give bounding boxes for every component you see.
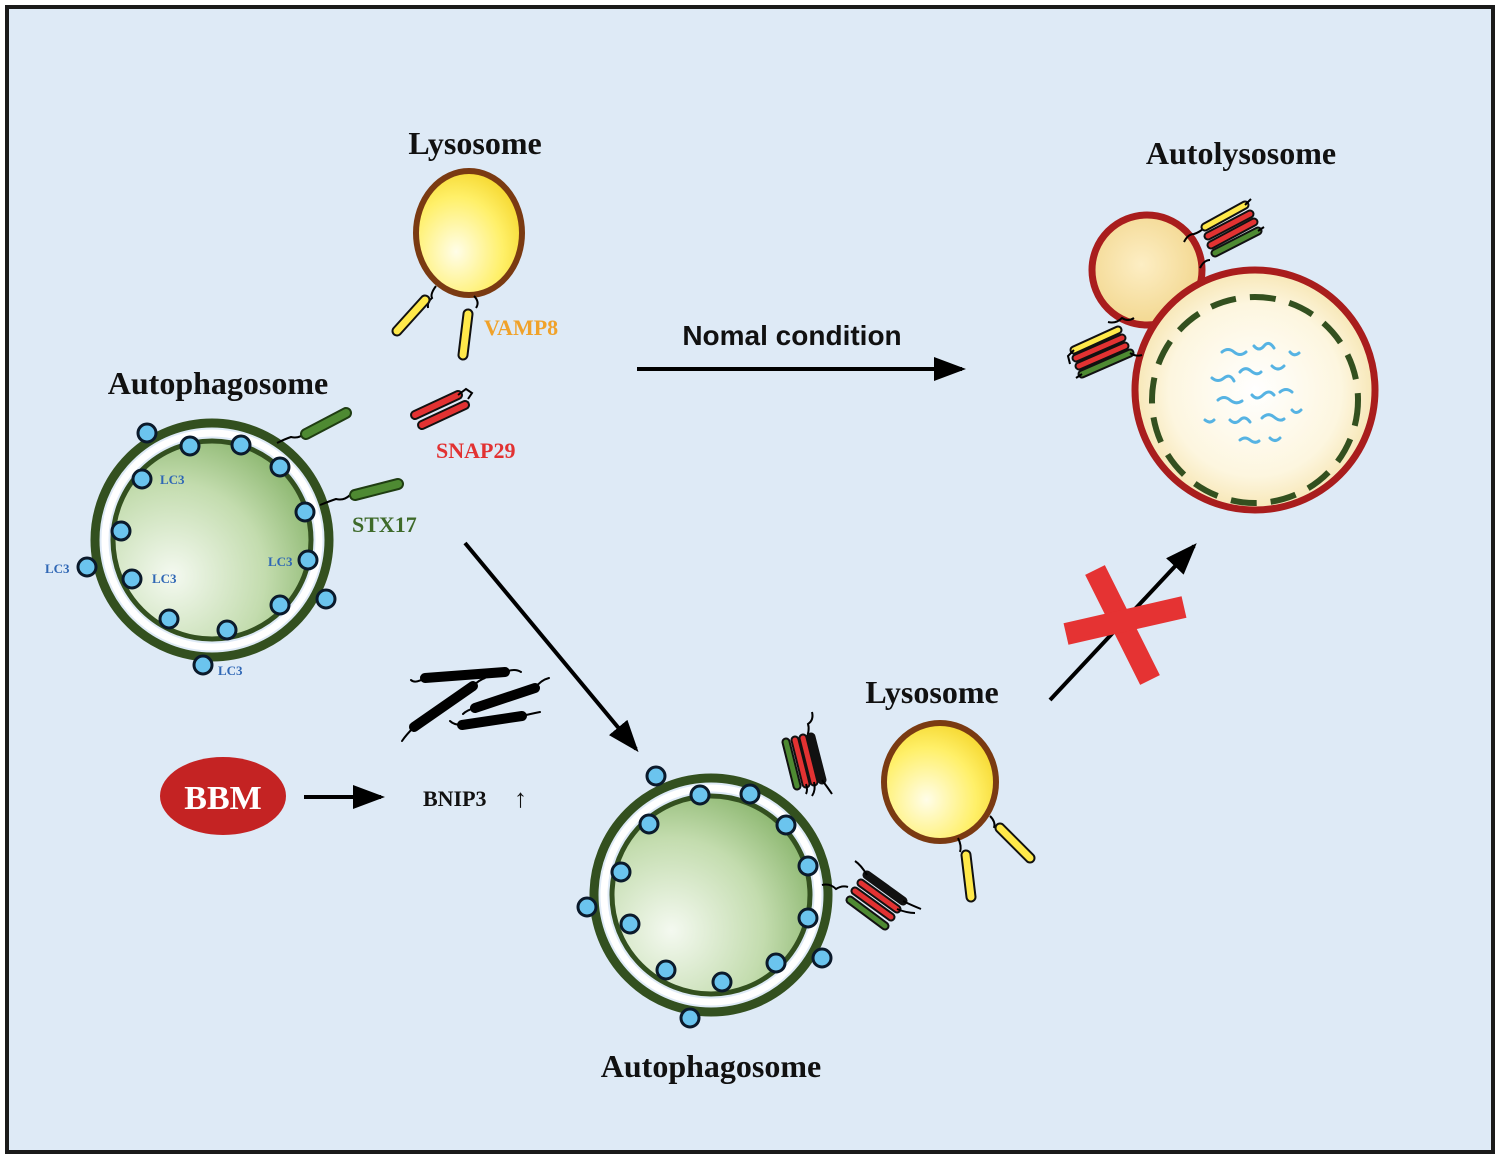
lc3-dots-bottom	[576, 765, 833, 1029]
autophagosome-top: Autophagosome LC3 LC3 LC3 LC3	[45, 365, 417, 678]
lc3-labels: LC3 LC3 LC3 LC3 LC3	[45, 472, 293, 678]
lysosome-top: Lysosome VAMP8	[391, 125, 558, 361]
bbm-label: BBM	[184, 780, 261, 817]
snare-bundle-1	[781, 711, 833, 797]
snap29-label: SNAP29	[436, 438, 515, 463]
stx17-label: STX17	[352, 512, 417, 537]
bnip3-proteins	[401, 667, 550, 742]
lc3-label-1: LC3	[160, 472, 185, 487]
autolysosome-label: Autolysosome	[1146, 135, 1336, 171]
lc3-label-3: LC3	[45, 561, 70, 576]
snap29-protein	[410, 387, 474, 430]
lysosome-bottom-label: Lysosome	[865, 674, 998, 710]
snare-bundle-2	[821, 860, 922, 931]
lc3-label-4: LC3	[152, 571, 177, 586]
diagonal-arrow-down	[463, 541, 639, 753]
bbm-ellipse	[160, 757, 286, 835]
blocked-cross-icon	[1063, 565, 1187, 685]
degraded-content	[1203, 341, 1303, 444]
lysosome-bottom: Lysosome	[865, 674, 1036, 903]
autophagosome-bottom-label: Autophagosome	[601, 1048, 821, 1084]
lysosome-top-label: Lysosome	[408, 125, 541, 161]
bnip3-label: BNIP3	[423, 786, 487, 811]
autophagosome-bottom: Autophagosome	[576, 765, 833, 1084]
autolysosome: Autolysosome	[1066, 135, 1379, 514]
autophagosome-top-label: Autophagosome	[108, 365, 328, 401]
bnip3-up-arrow: ↑	[514, 783, 527, 813]
lc3-label-2: LC3	[268, 554, 293, 569]
normal-condition-label: Nomal condition	[682, 320, 901, 351]
snare-complex-top	[1183, 198, 1265, 269]
lc3-dots	[76, 422, 337, 676]
snare-complex-left	[1066, 316, 1143, 379]
vamp8-label: VAMP8	[484, 315, 558, 340]
lc3-label-5: LC3	[218, 663, 243, 678]
stx17-proteins	[276, 407, 404, 506]
